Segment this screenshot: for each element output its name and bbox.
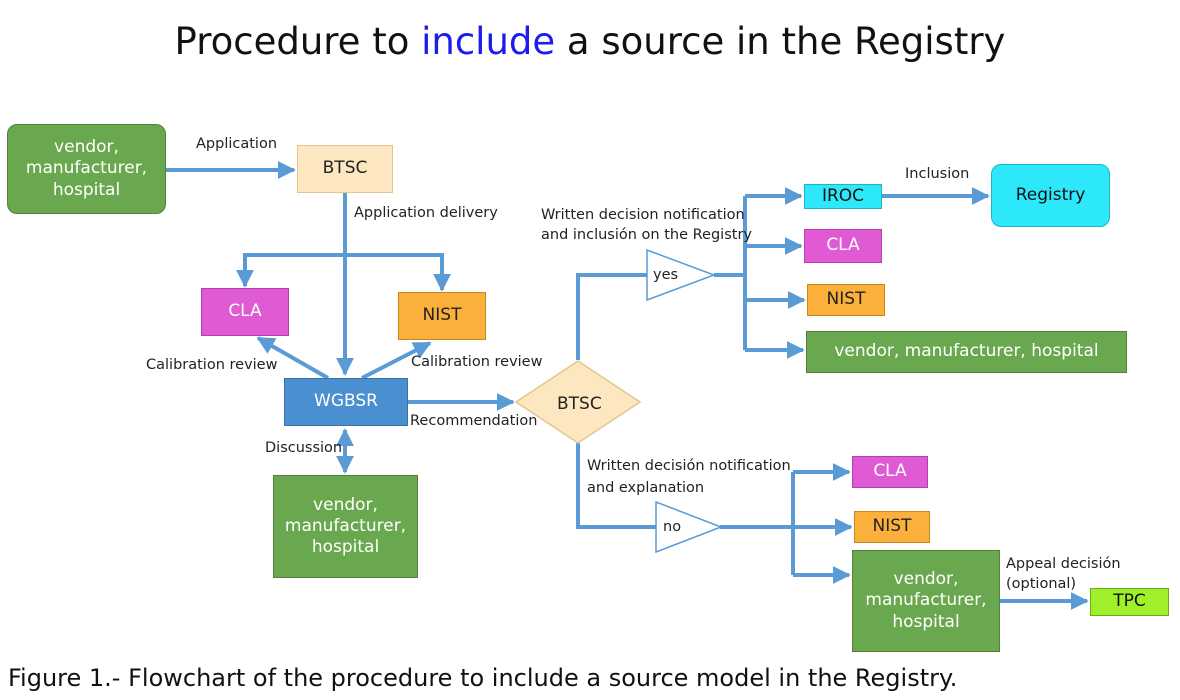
arrow-calibration-nist <box>361 341 432 380</box>
cla-box-left: CLA <box>201 288 289 336</box>
vendor-box-yes: vendor, manufacturer, hospital <box>806 331 1127 373</box>
vendor-box-bottom: vendor, manufacturer, hospital <box>273 475 418 578</box>
nist-box-no: NIST <box>854 511 930 543</box>
vendor-box-top: vendor, manufacturer, hospital <box>7 124 166 214</box>
label-discussion: Discussion <box>265 440 343 456</box>
arrow-to-nist-left <box>345 253 451 292</box>
line-to-yes <box>576 273 648 360</box>
btsc-decision-diamond <box>514 360 642 444</box>
cla-box-yes: CLA <box>804 229 882 263</box>
label-written-decision-no-2: and explanation <box>587 480 705 496</box>
label-written-decision-yes-2: and inclusión on the Registry <box>541 227 752 243</box>
line-to-no <box>576 443 658 529</box>
label-appeal-2: (optional) <box>1006 576 1077 592</box>
registry-box: Registry <box>991 164 1110 227</box>
page-title: Procedure to include a source in the Reg… <box>174 20 1006 63</box>
cla-box-no: CLA <box>852 456 928 488</box>
label-calibration-review-left: Calibration review <box>146 357 278 373</box>
arrow-calibration-cla <box>256 336 329 380</box>
arrow-to-cla-left <box>236 253 345 288</box>
wgbsr-box: WGBSR <box>284 378 408 426</box>
label-application-delivery: Application delivery <box>354 205 498 221</box>
figure-caption: Figure 1.- Flowchart of the procedure to… <box>8 664 958 692</box>
title-highlight: include <box>421 20 556 63</box>
label-recommendation: Recommendation <box>410 413 538 429</box>
iroc-box: IROC <box>804 184 882 209</box>
btsc-decision-label: BTSC <box>557 394 602 414</box>
label-written-decision-no-1: Written decisión notification <box>587 458 791 474</box>
label-inclusion: Inclusion <box>905 166 970 182</box>
no-label: no <box>663 519 682 535</box>
nist-box-yes: NIST <box>807 284 885 316</box>
no-triangle <box>655 500 724 554</box>
yes-label: yes <box>653 267 679 283</box>
label-written-decision-yes-1: Written decision notification <box>541 207 745 223</box>
label-appeal-1: Appeal decisión <box>1006 556 1121 572</box>
nist-box-left: NIST <box>398 292 486 340</box>
vendor-box-no: vendor, manufacturer, hospital <box>852 550 1000 652</box>
label-calibration-review-right: Calibration review <box>411 354 543 370</box>
tpc-box: TPC <box>1090 588 1169 616</box>
btsc-box-top: BTSC <box>297 145 393 193</box>
label-application: Application <box>196 136 278 152</box>
yes-triangle <box>646 248 717 302</box>
